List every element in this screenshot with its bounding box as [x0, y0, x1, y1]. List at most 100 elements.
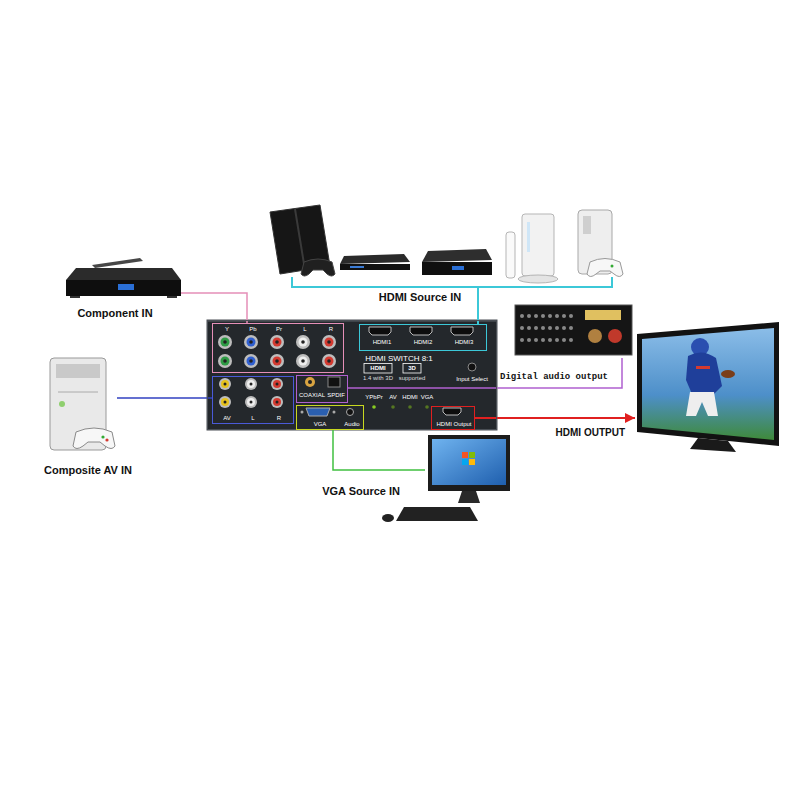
rca-jack	[245, 378, 257, 390]
amplifier: Digital audio output	[513, 302, 634, 358]
rca-jack	[219, 396, 231, 408]
node-label: SPDIF	[327, 392, 345, 399]
status-leds	[372, 405, 429, 409]
hdmi-input-panel: HDMI1HDMI2HDMI3	[359, 324, 487, 351]
switch-body	[207, 320, 497, 430]
rca-jack	[273, 357, 282, 366]
rca-jack	[247, 380, 255, 388]
ps4-picture	[270, 205, 335, 276]
bluray-player-picture	[340, 264, 410, 270]
rca-jack	[276, 401, 279, 404]
node-label: HDMI SWITCH 8:1	[365, 354, 433, 363]
set-top-box-picture	[167, 296, 177, 298]
rca-jack	[224, 401, 227, 404]
computer-picture	[432, 439, 506, 485]
ps4-picture	[295, 209, 305, 270]
source-group: HDMI Source IN	[262, 200, 628, 288]
rca-jack	[276, 383, 279, 386]
node-label: VGA	[314, 421, 327, 428]
amplifier-picture	[569, 338, 573, 342]
rca-jack	[296, 354, 310, 368]
rca-jack	[221, 338, 230, 347]
node-label: Component IN	[77, 307, 152, 320]
amplifier-picture	[534, 326, 538, 330]
bluray-player-picture	[340, 254, 410, 264]
computer-picture	[382, 514, 394, 522]
set-top-box: Component IN	[63, 255, 181, 297]
amplifier-picture	[555, 326, 559, 330]
rca-jack	[249, 340, 253, 344]
spec-badges	[364, 364, 392, 374]
computer-picture	[469, 452, 475, 458]
node-label: Composite AV IN	[44, 464, 132, 477]
xbox-console-picture	[105, 438, 108, 441]
amplifier-picture	[520, 338, 524, 342]
node-label: AV	[223, 415, 231, 422]
component-panel: YPbPrLR	[212, 323, 344, 373]
set-top-box-picture	[92, 258, 143, 268]
status-leds	[408, 405, 412, 409]
amplifier-picture	[515, 305, 632, 355]
vga-connectors	[333, 411, 336, 414]
television-picture	[642, 328, 774, 440]
xbox-console-picture	[58, 392, 98, 393]
set-top-box-picture	[66, 268, 181, 280]
rca-jack	[250, 383, 253, 386]
amplifier-picture	[534, 338, 538, 342]
xbox-console-picture	[73, 428, 115, 449]
rca-jack	[223, 359, 227, 363]
rca-jack	[325, 338, 334, 347]
receiver-box-picture	[422, 249, 492, 275]
television-picture	[696, 366, 710, 369]
television-picture	[690, 438, 736, 452]
television: HDMI OUTPUT	[635, 320, 780, 450]
spec-badges	[403, 364, 421, 374]
rca-jack	[224, 383, 227, 386]
spdif-connectors	[305, 377, 340, 387]
receiver-box-picture	[422, 249, 492, 262]
spdif-connectors	[305, 377, 315, 387]
source-bracket	[292, 277, 612, 287]
amplifier-picture	[588, 329, 602, 343]
wii-picture	[506, 214, 558, 283]
rca-jack	[327, 340, 331, 344]
amplifier-picture	[541, 338, 545, 342]
amplifier-picture	[569, 314, 573, 318]
computer-picture	[469, 459, 475, 465]
rca-jack	[273, 398, 281, 406]
rca-jack	[327, 359, 331, 363]
spec-text: supported	[399, 375, 426, 382]
signal-cable	[117, 397, 212, 399]
television-picture	[686, 392, 718, 416]
computer-picture	[428, 435, 510, 491]
wii-picture	[522, 214, 554, 276]
amplifier-picture	[555, 338, 559, 342]
switch-box: HDMI SWITCH 8:1 HDMI1HDMI2HDMI3 YPbPrLRAVL…	[207, 320, 497, 430]
amplifier-picture	[548, 314, 552, 318]
xbox-console-picture	[59, 401, 65, 407]
node-label: Y	[225, 326, 229, 333]
game-console: Composite AV IN	[45, 352, 117, 458]
spdif-connectors	[328, 377, 340, 387]
hdmi-port	[451, 327, 473, 335]
status-leds	[425, 405, 429, 409]
television-picture	[721, 370, 735, 378]
led-label: AV	[389, 394, 397, 401]
hdmi-output-panel: HDMI Output	[431, 406, 475, 430]
ps4-picture	[301, 259, 335, 276]
logo-text: 3D	[408, 365, 416, 372]
xbox-picture	[583, 216, 591, 234]
rca-jack	[244, 354, 258, 368]
vga-connectors	[301, 411, 304, 414]
vga-panel: VGAAudio	[296, 405, 364, 430]
node-label: HDMI3	[455, 339, 474, 346]
node-label: HDMI OUTPUT	[556, 427, 625, 439]
rca-jack	[301, 340, 305, 344]
composite-panel: AVLR	[212, 376, 294, 424]
node-label: HDMI Output	[436, 421, 471, 428]
rca-jack	[221, 357, 230, 366]
computer: VGA Source IN	[425, 432, 515, 527]
hdmi-port	[369, 327, 391, 335]
